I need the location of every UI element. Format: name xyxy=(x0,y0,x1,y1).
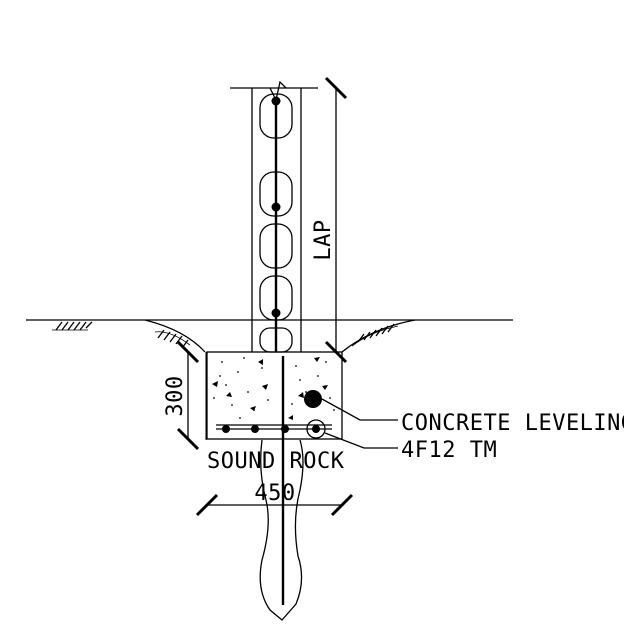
bar-dot xyxy=(271,202,281,212)
ground-line xyxy=(26,319,513,353)
footing xyxy=(205,351,343,440)
bar-dot xyxy=(271,96,281,106)
bar-dot xyxy=(271,308,281,318)
width-dimension: 450 xyxy=(195,481,354,517)
concrete-leveling-label: CONCRETE LEVELING xyxy=(401,411,624,436)
width-label: 450 xyxy=(254,481,295,506)
lap-label: LAP xyxy=(311,219,336,260)
column-main-bar xyxy=(271,96,281,352)
depth-label: 300 xyxy=(163,375,188,416)
lap-dimension: LAP xyxy=(311,76,348,364)
concrete-stipple xyxy=(212,357,335,420)
reinforcement-label: 4F12 TM xyxy=(401,438,497,463)
sound-rock-label: SOUND ROCK xyxy=(207,449,345,474)
depth-dimension: 300 xyxy=(163,340,200,451)
leader-lines xyxy=(321,398,398,449)
rock-anchor xyxy=(259,356,304,621)
soil-hatch xyxy=(52,321,399,349)
